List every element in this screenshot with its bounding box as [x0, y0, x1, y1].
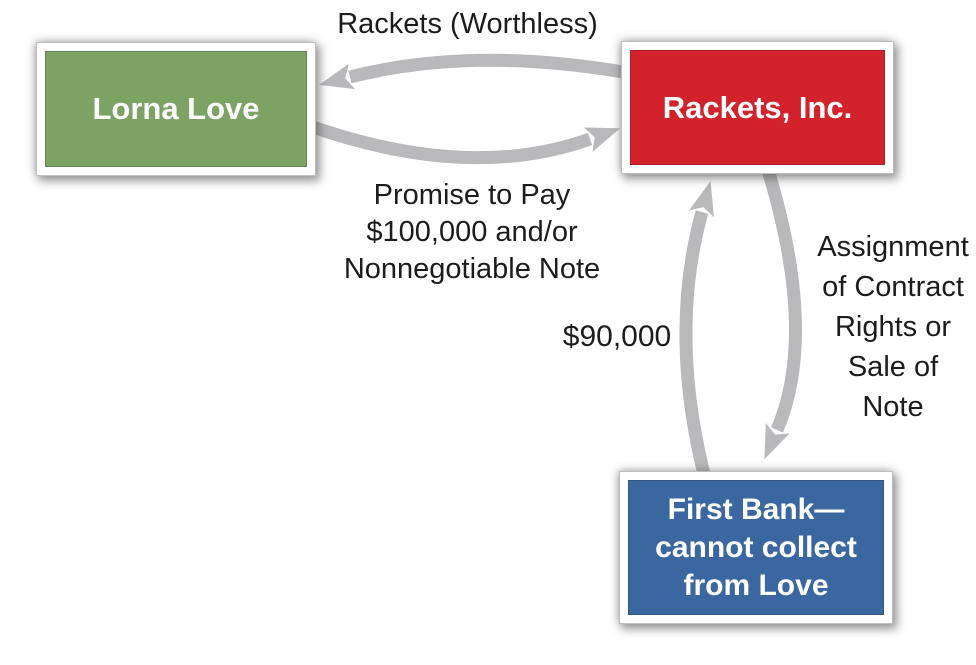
edge-label-promise-line1: Promise to Pay [373, 179, 571, 211]
rackets-inc-box: Rackets, Inc. [622, 42, 893, 173]
arrow-bank-to-rackets [679, 181, 714, 484]
first-bank-label-line1: First Bank— [667, 492, 845, 526]
edge-label-promise-to-pay: Promise to Pay $100,000 and/or Nonnegoti… [317, 177, 627, 288]
lorna-love-box: Lorna Love [37, 43, 315, 175]
edge-label-assignment-line5: Note [862, 391, 924, 423]
edge-label-90000-text: $90,000 [562, 320, 672, 353]
first-bank-label-line2: cannot collect [655, 530, 857, 564]
edge-label-assignment-line3: Rights or [834, 311, 952, 343]
arrow-rackets-to-bank [761, 168, 802, 460]
arrow-lorna-to-rackets [307, 119, 621, 165]
edge-label-assignment-line4: Sale of [847, 351, 939, 383]
first-bank-label-line3: from Love [683, 568, 829, 602]
edge-label-assignment-line1: Assignment [817, 231, 969, 263]
lorna-love-label: Lorna Love [92, 91, 260, 126]
edge-label-assignment: Assignment of Contract Rights or Sale of… [798, 227, 976, 427]
arrow-rackets-to-lorna [318, 53, 647, 90]
edge-label-rackets-worthless: Rackets (Worthless) [320, 8, 615, 41]
rackets-inc-label: Rackets, Inc. [662, 89, 853, 125]
edge-label-promise-line2: $100,000 and/or [366, 216, 578, 248]
edge-label-assignment-line2: of Contract [822, 271, 964, 303]
edge-label-rackets-worthless-text: Rackets (Worthless) [337, 8, 598, 40]
edge-label-90000: $90,000 [557, 320, 677, 354]
first-bank-box: First Bank— cannot collect from Love [620, 472, 892, 623]
edge-label-promise-line3: Nonnegotiable Note [343, 253, 601, 285]
